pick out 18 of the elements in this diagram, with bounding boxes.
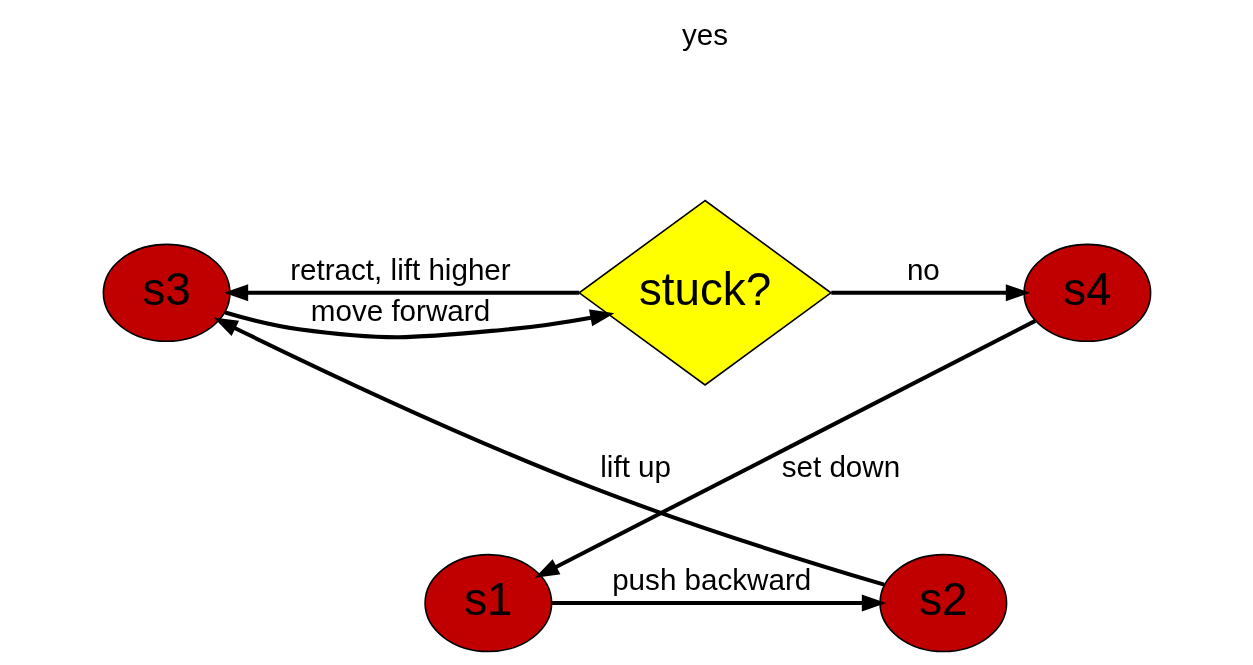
edge-label: move forward — [310, 293, 490, 327]
arrow — [224, 309, 614, 340]
edge-label: set down — [781, 450, 900, 484]
node-ellipse: s4 — [1022, 243, 1151, 343]
node-ellipse: s1 — [423, 553, 552, 653]
label: yes — [681, 18, 728, 52]
edge-label: push backward — [611, 563, 811, 597]
arrow — [223, 284, 579, 302]
arrow — [551, 594, 886, 612]
node-ellipse: s3 — [102, 243, 231, 343]
edge-label: retract, lift higher — [289, 253, 511, 287]
edge-label: no — [906, 253, 940, 287]
edge-label: lift up — [599, 450, 671, 484]
arrow — [534, 319, 1036, 578]
arrow — [830, 284, 1030, 302]
node-ellipse: s2 — [878, 553, 1007, 653]
arrow — [213, 317, 885, 587]
node-diamond: stuck? — [577, 199, 832, 386]
